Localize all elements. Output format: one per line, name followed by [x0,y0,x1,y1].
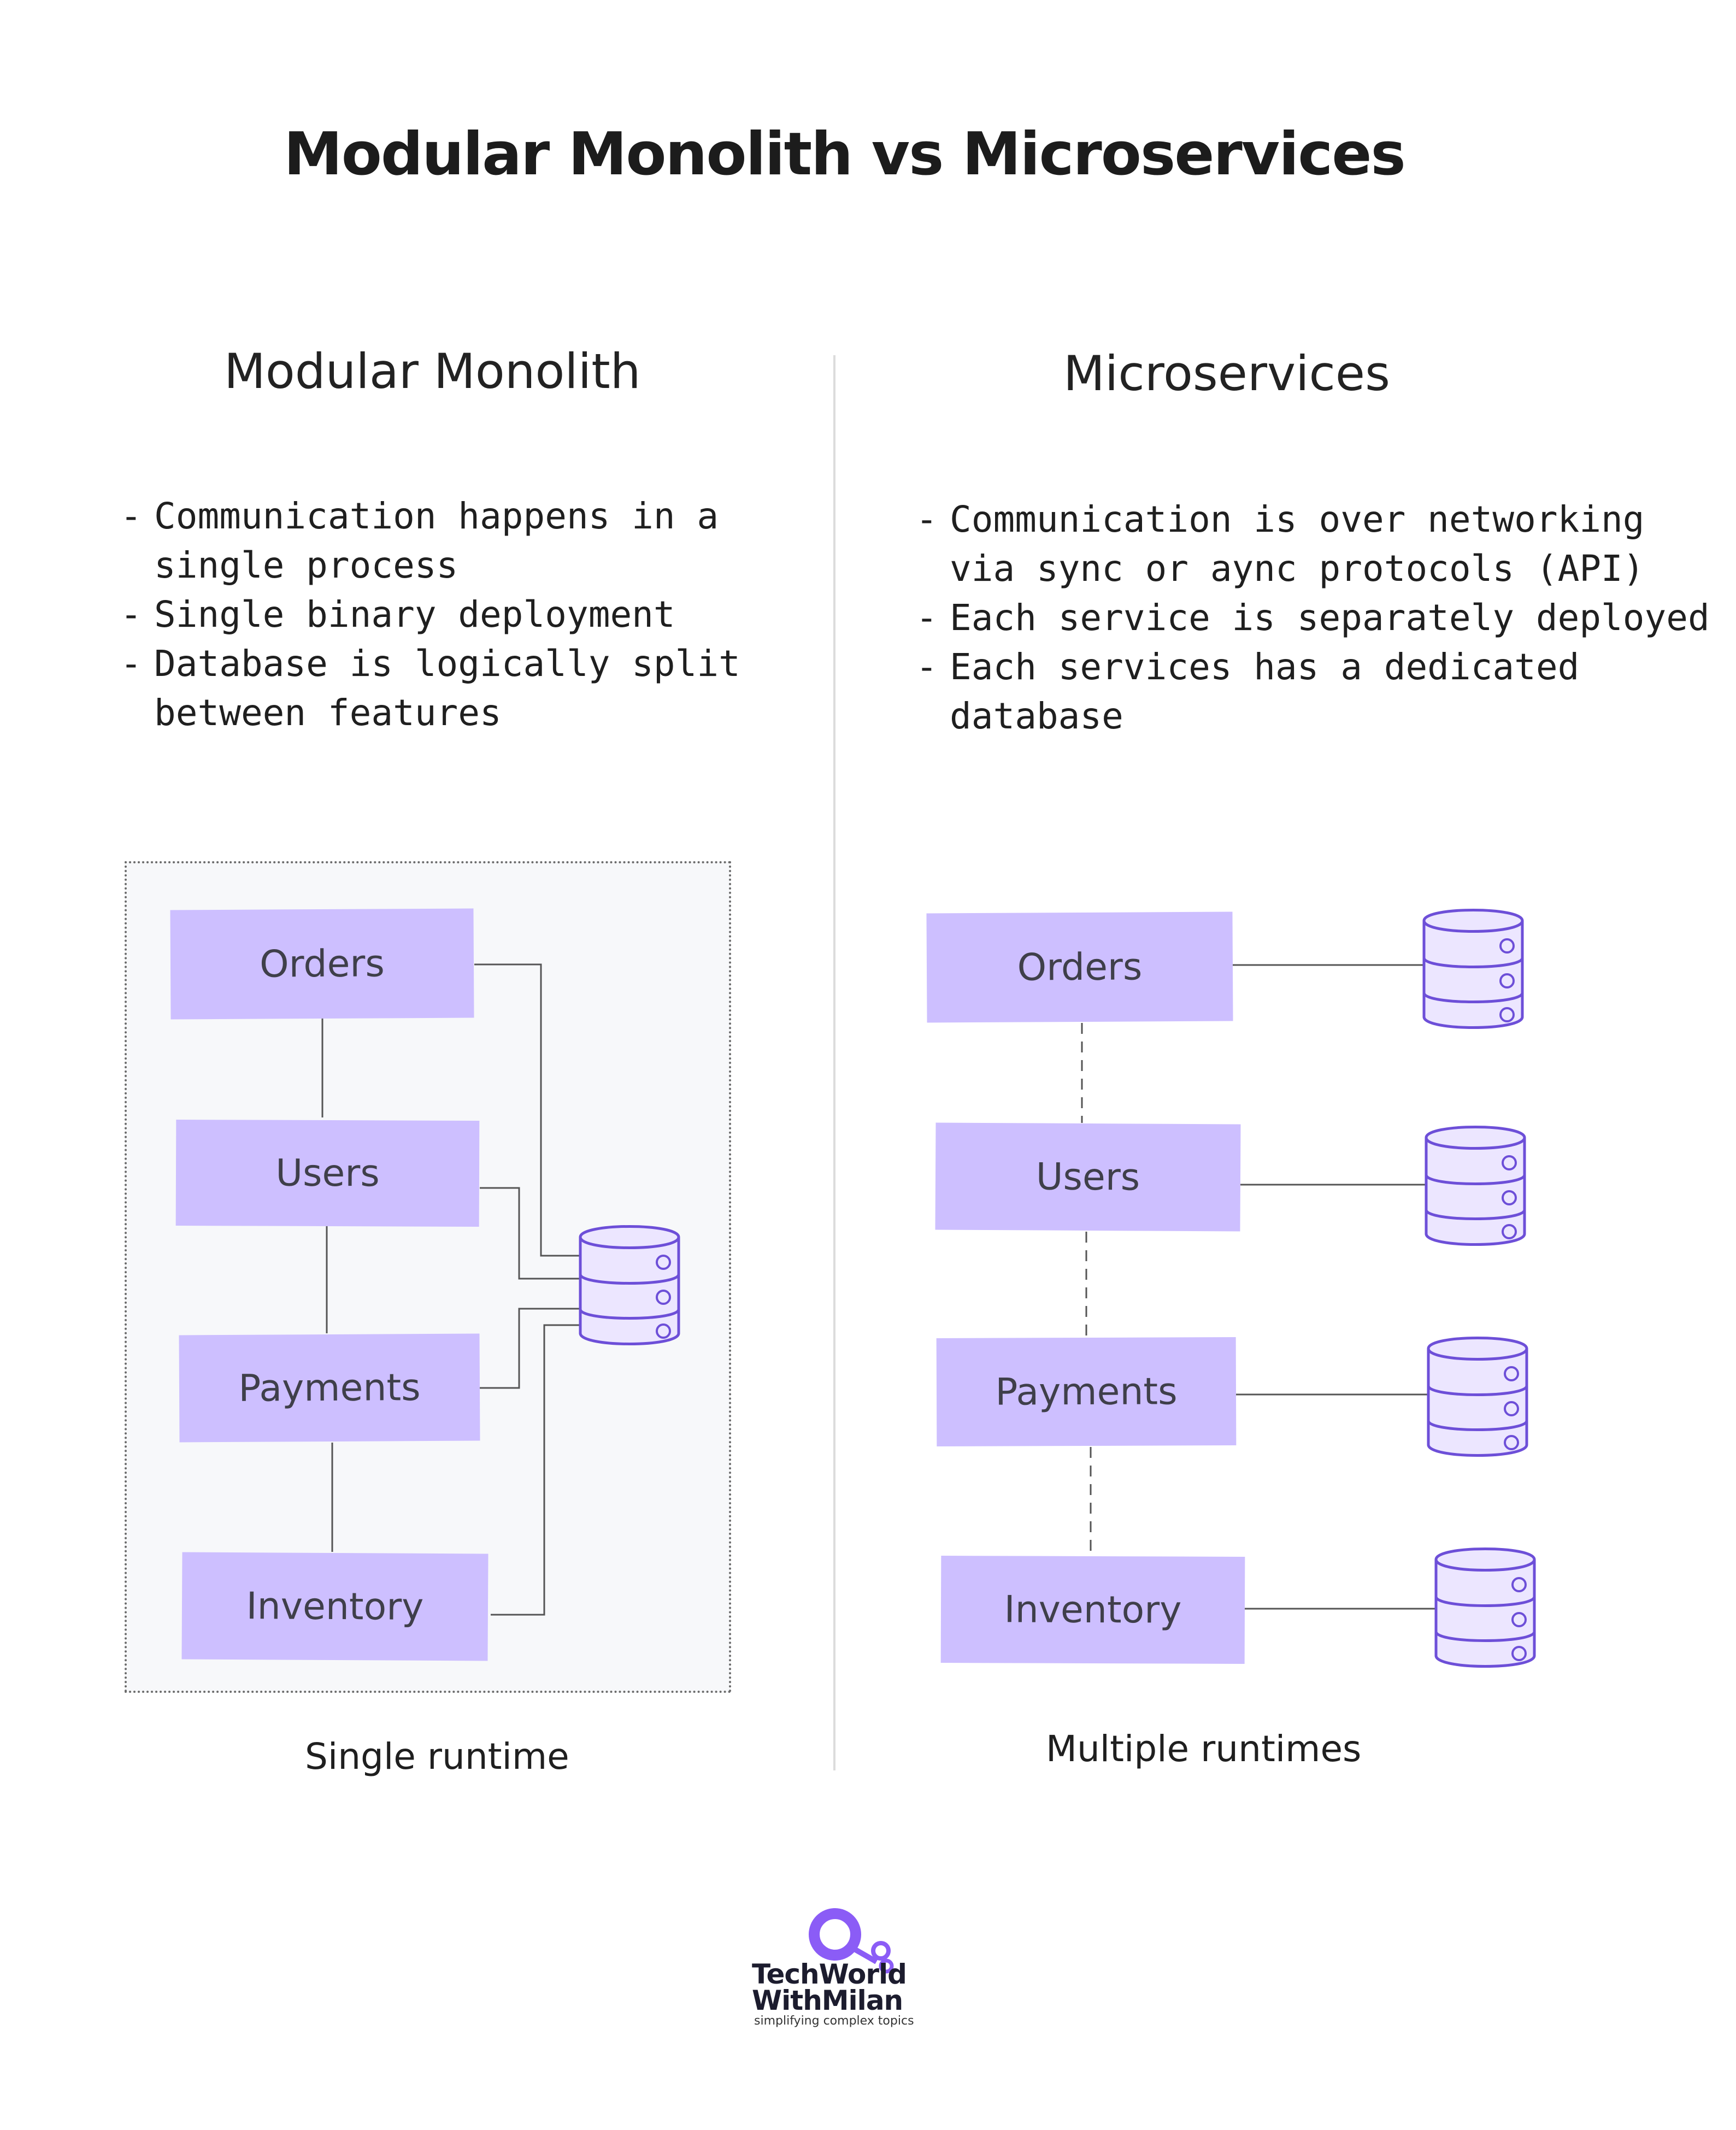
monolith-bullet-deployment: Single binary deployment [120,590,740,639]
service-users: Users [935,1122,1241,1232]
microservices-bullet-deployment: Each service is separately deployed [916,593,1710,643]
microservices-bullet-communication: Communication is over networking via sync… [916,495,1710,593]
bullet-text: Single binary deployment [154,593,675,636]
brand-name-line2: WithMilan [752,1985,903,2016]
bullet-text: database [950,695,1123,737]
monolith-bullet-communication: Communication happens in a single process [120,492,740,590]
monolith-module-payments: Payments [179,1333,480,1443]
monolith-module-users: Users [175,1120,480,1227]
monolith-heading: Modular Monolith [224,343,641,399]
microservices-heading: Microservices [1063,345,1390,402]
inventory-database-icon [1436,1549,1534,1667]
orders-database-icon [1424,910,1522,1028]
service-payments: Payments [936,1337,1237,1446]
payments-database-icon [1428,1338,1527,1456]
monolith-module-orders: Orders [170,908,474,1020]
users-database-icon [1426,1127,1525,1245]
bullet-text: via sync or aync protocols (API) [950,548,1645,590]
microservices-bullet-database: Each services has a dedicated database [916,643,1710,741]
service-orders: Orders [926,911,1233,1023]
brand-tagline: simplifying complex topics [754,2014,914,2028]
service-inventory: Inventory [940,1556,1245,1664]
microservices-bullets: Communication is over networking via sync… [916,495,1710,741]
column-divider [833,355,835,1770]
brand-name-line1: TechWorld [752,1958,907,1990]
page-title: Modular Monolith vs Microservices [284,120,1406,189]
monolith-module-inventory: Inventory [181,1552,489,1661]
bullet-text: Database is logically split [154,643,740,685]
bullet-text: Each service is separately deployed [950,597,1710,639]
single-runtime-caption: Single runtime [305,1735,569,1778]
bullet-text: single process [154,544,458,586]
monolith-bullet-database: Database is logically split between featu… [120,639,740,738]
bullet-text: Communication is over networking [950,498,1645,540]
bullet-text: Communication happens in a [154,495,719,537]
bullet-text: Each services has a dedicated [950,646,1580,688]
bullet-text: between features [154,692,502,734]
multiple-runtimes-caption: Multiple runtimes [1046,1728,1362,1770]
monolith-bullets: Communication happens in a single process… [120,492,740,738]
